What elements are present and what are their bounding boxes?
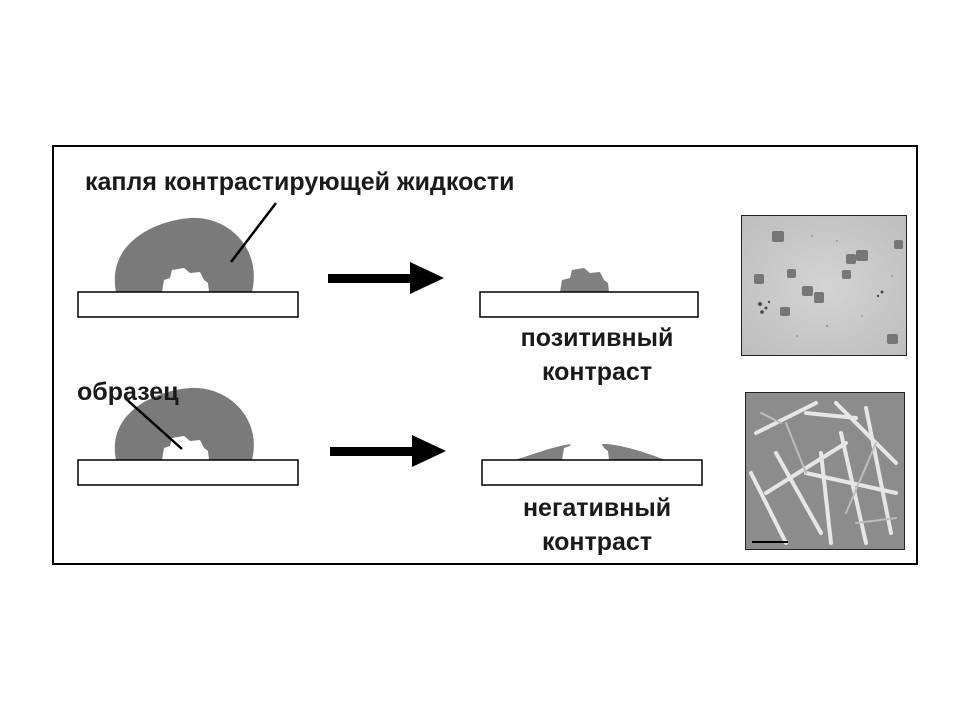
- slide-bottom-right: [481, 459, 703, 486]
- stain-drop-bottom: [114, 387, 254, 460]
- sample-pointer-line: [124, 397, 183, 450]
- slide-top-left: [77, 291, 299, 318]
- slide-bottom-left: [77, 459, 299, 486]
- top-right-result: [479, 268, 699, 318]
- stain-drop-top: [114, 217, 254, 292]
- negative-contrast-label-line1: негативный: [522, 494, 672, 522]
- sample-negative: [562, 438, 609, 460]
- negative-stain-micrograph: [745, 392, 905, 550]
- drop-pointer-line: [230, 202, 277, 263]
- sample-label: образец: [77, 378, 179, 406]
- bottom-left-setup: [77, 387, 299, 486]
- stained-sample-positive: [560, 268, 609, 292]
- positive-contrast-label-line1: позитивный: [520, 324, 674, 352]
- positive-stain-micrograph: [741, 215, 907, 356]
- negative-contrast-label-line2: контраст: [541, 528, 653, 556]
- sample-top: [162, 268, 209, 292]
- slide-top-right: [479, 291, 699, 318]
- arrow-bottom: [330, 435, 446, 467]
- positive-contrast-label-line2: контраст: [541, 358, 653, 386]
- drop-label: капля контрастирующей жидкости: [85, 168, 515, 196]
- bottom-right-result: [481, 438, 703, 486]
- top-left-setup: [77, 202, 299, 318]
- arrow-top: [328, 262, 444, 294]
